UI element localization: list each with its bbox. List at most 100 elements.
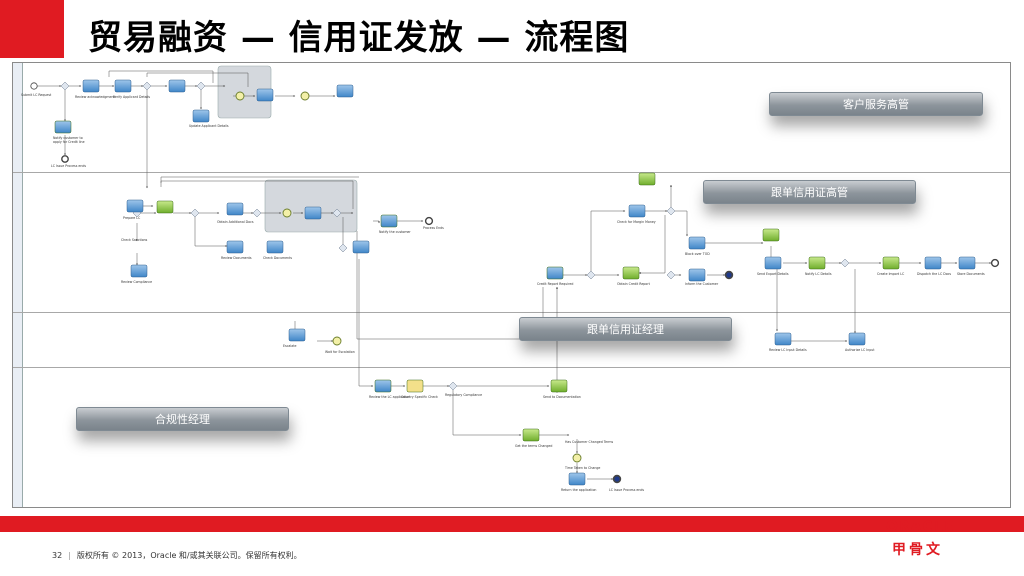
svg-text:Authorize LC Input: Authorize LC Input [845,348,875,352]
user-task-box [380,214,398,228]
task-box [848,332,866,346]
task-box [688,236,706,250]
svg-text:Update Applicant Details: Update Applicant Details [189,124,229,128]
copyright-text: 版权所有 © 2013，Oracle 和/或其关联公司。保留所有权利。 [76,551,302,560]
swimlane-divider [13,312,1010,313]
role-callout-lc-executive: 跟单信用证高管 [703,180,916,204]
timer-event-icon [572,453,582,463]
user-task-box [54,120,72,134]
svg-text:Review the LC application: Review the LC application [369,395,410,399]
svg-text:Verify Applicant Details: Verify Applicant Details [113,95,150,99]
svg-text:Has Customer Changed Terms: Has Customer Changed Terms [565,440,613,444]
gateway-icon [840,258,850,268]
gateway-icon [196,81,206,91]
swimlane-divider [13,367,1010,368]
task-box [958,256,976,270]
user-task-box [622,266,640,280]
task-box [114,79,132,93]
gateway-icon [666,206,676,216]
logo-wordmark: ORACLE [886,519,955,535]
user-task-box [882,256,900,270]
user-task-box [638,172,656,186]
process-flow-diagram: Submit LC Request Notify customer to app… [12,62,1011,508]
svg-text:Notify customer to: Notify customer to [53,136,83,140]
svg-text:LC Issue Process ends: LC Issue Process ends [51,164,86,168]
task-box [924,256,942,270]
task-box [82,79,100,93]
gateway-icon [142,81,152,91]
svg-text:Regulatory Compliance: Regulatory Compliance [445,393,482,397]
logo-chinese: 甲骨文 [892,542,943,558]
oracle-logo: ORACLE 甲骨文 [886,519,954,559]
flow-diagram-canvas: Submit LC Request Notify customer to app… [21,65,1000,492]
user-task-box [522,428,540,442]
user-task-box [156,200,174,214]
user-task-box [546,266,564,280]
task-box [352,240,370,254]
svg-text:Credit Report Required: Credit Report Required [537,282,573,286]
svg-text:Notify LC Details: Notify LC Details [805,272,832,276]
timer-event-icon [235,91,245,101]
role-callout-customer-service: 客户服务高管 [769,92,983,116]
end-event-icon [724,270,734,280]
svg-text:Review LC Input Details: Review LC Input Details [769,348,807,352]
svg-text:Dispatch the LC Docs: Dispatch the LC Docs [917,272,951,276]
svg-text:Check Sanctions: Check Sanctions [121,238,148,242]
task-box [688,268,706,282]
user-task-box [550,379,568,393]
svg-text:apply for Credit line: apply for Credit line [53,140,85,144]
slide-title: 贸易融资 — 信用证发放 — 流程图 [88,18,630,58]
task-box [304,206,322,220]
task-box [266,240,284,254]
task-box [192,109,210,123]
gateway-icon [332,208,342,218]
gateway-icon [586,270,596,280]
task-box [628,204,646,218]
user-task-box [374,379,392,393]
svg-text:Submit LC Request: Submit LC Request [21,93,52,97]
task-box [226,240,244,254]
footer-band [0,516,1024,532]
role-callout-lc-manager: 跟单信用证经理 [519,317,732,341]
gateway-icon [252,208,262,218]
task-box [126,199,144,213]
user-task-box [762,228,780,242]
svg-text:Country Specific Check: Country Specific Check [401,395,438,399]
timer-event-icon [332,336,342,346]
task-box [774,332,792,346]
svg-text:Check Documents: Check Documents [263,256,292,260]
svg-text:LC Issue Process ends: LC Issue Process ends [609,488,644,492]
svg-text:Review Documents: Review Documents [221,256,252,260]
svg-text:Send Export Details: Send Export Details [757,272,789,276]
task-box [568,472,586,486]
svg-text:Check for Margin Money: Check for Margin Money [617,220,656,224]
page-number: 32 [52,551,63,560]
svg-text:Block over TOD: Block over TOD [685,252,710,256]
end-event-icon [424,216,434,226]
gateway-icon [666,270,676,280]
svg-text:Store Documents: Store Documents [957,272,985,276]
end-event-icon [990,258,1000,268]
svg-text:Obtain Credit Report: Obtain Credit Report [617,282,651,286]
svg-text:Process Ends: Process Ends [423,226,444,230]
user-task-box [808,256,826,270]
svg-text:Prepare LC: Prepare LC [123,216,141,220]
footer-separator: | [68,551,71,560]
task-box [288,328,306,342]
corner-accent [0,0,64,58]
task-box [256,88,274,102]
svg-text:Notify the customer: Notify the customer [379,230,411,234]
swimlane-divider [13,172,1010,173]
task-box [130,264,148,278]
svg-text:Wait for Escalation: Wait for Escalation [325,350,355,354]
role-callout-compliance-manager: 合规性经理 [76,407,289,431]
end-event-icon [612,474,622,484]
svg-text:Escalate: Escalate [283,344,296,348]
svg-text:Obtain Additional Docs: Obtain Additional Docs [217,220,254,224]
svg-text:Create Import LC: Create Import LC [877,272,905,276]
gateway-icon [60,81,70,91]
svg-text:Time Taken to Change: Time Taken to Change [564,466,600,470]
gateway-icon [448,381,458,391]
svg-text:Review Compliance: Review Compliance [121,280,152,284]
svg-text:Get the terms Changed: Get the terms Changed [515,444,552,448]
